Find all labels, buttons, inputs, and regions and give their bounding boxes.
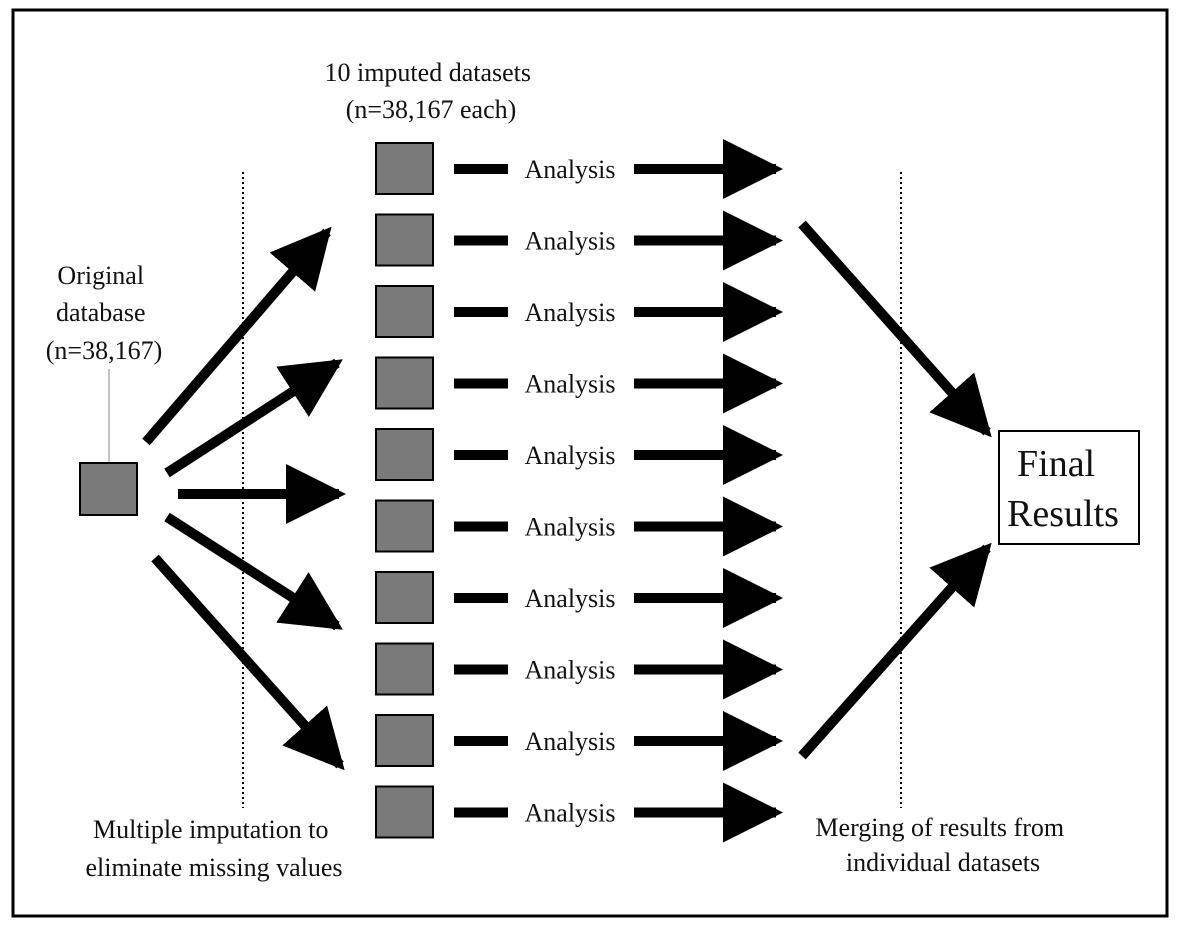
- analysis-label: Analysis: [525, 370, 616, 399]
- fan-out-arrow-1: [142, 226, 332, 446]
- analysis-label: Analysis: [525, 227, 616, 256]
- imputed-datasets-header: 10 imputed datasets (n=38,167 each): [324, 58, 537, 124]
- analysis-label: Analysis: [525, 799, 616, 828]
- dataset-row: Analysis: [375, 210, 783, 271]
- fan-out-arrow-5: [151, 554, 345, 771]
- imputed-header-line-2: (n=38,167 each): [346, 95, 517, 124]
- analysis-label: Analysis: [525, 155, 616, 184]
- imputed-dataset-box: [375, 428, 434, 481]
- imputed-dataset-box: [375, 142, 434, 195]
- final-results-label: Final Results: [1007, 443, 1119, 535]
- final-line-2: Results: [1007, 493, 1119, 535]
- final-line-1: Final: [1017, 443, 1095, 485]
- analysis-label: Analysis: [525, 584, 616, 613]
- dataset-row: Analysis: [375, 568, 783, 628]
- imputed-dataset-box: [375, 642, 434, 696]
- right-caption-line-1: Merging of results from: [815, 813, 1064, 842]
- imputed-dataset-box: [375, 356, 434, 410]
- dataset-row: Analysis: [375, 711, 783, 771]
- merge-arrow-bottom: [798, 542, 992, 760]
- imputed-dataset-box: [375, 571, 434, 624]
- right-caption-line-2: individual datasets: [846, 848, 1040, 877]
- fan-out-arrow-4: [164, 512, 343, 631]
- analysis-label: Analysis: [525, 513, 616, 542]
- merge-arrows: [798, 220, 992, 760]
- original-line-3: (n=38,167): [46, 336, 162, 365]
- right-caption: Merging of results from individual datas…: [815, 813, 1070, 877]
- original-database-label: Original database (n=38,167): [46, 261, 162, 365]
- outer-frame: [11, 8, 1169, 918]
- dataset-row: Analysis: [375, 282, 783, 342]
- original-database-box: [79, 462, 138, 516]
- analysis-label: Analysis: [525, 298, 616, 327]
- analysis-label: Analysis: [525, 441, 616, 470]
- imputed-dataset-box: [375, 213, 434, 267]
- fan-out-arrow-2: [164, 358, 343, 478]
- imputed-dataset-box: [375, 714, 434, 767]
- dataset-row: Analysis: [375, 782, 783, 843]
- left-caption-line-2: eliminate missing values: [85, 853, 342, 882]
- dataset-row: Analysis: [375, 639, 783, 700]
- imputed-dataset-box: [375, 285, 434, 338]
- original-line-2: database: [56, 298, 146, 327]
- dataset-row: Analysis: [375, 353, 783, 414]
- imputed-dataset-box: [375, 785, 434, 839]
- merge-arrow-top: [798, 220, 992, 438]
- analysis-label: Analysis: [525, 656, 616, 685]
- dataset-row: Analysis: [375, 496, 783, 557]
- dataset-rows: AnalysisAnalysisAnalysisAnalysisAnalysis…: [375, 139, 783, 843]
- analysis-label: Analysis: [525, 727, 616, 756]
- original-line-1: Original: [57, 261, 144, 290]
- left-caption: Multiple imputation to eliminate missing…: [85, 815, 342, 882]
- imputed-dataset-box: [375, 499, 434, 553]
- imputed-header-line-1: 10 imputed datasets: [324, 58, 531, 87]
- dataset-row: Analysis: [375, 139, 783, 199]
- dataset-row: Analysis: [375, 425, 783, 485]
- fan-out-arrows: [142, 226, 346, 771]
- left-caption-line-1: Multiple imputation to: [93, 815, 328, 844]
- final-results-box: [998, 430, 1140, 545]
